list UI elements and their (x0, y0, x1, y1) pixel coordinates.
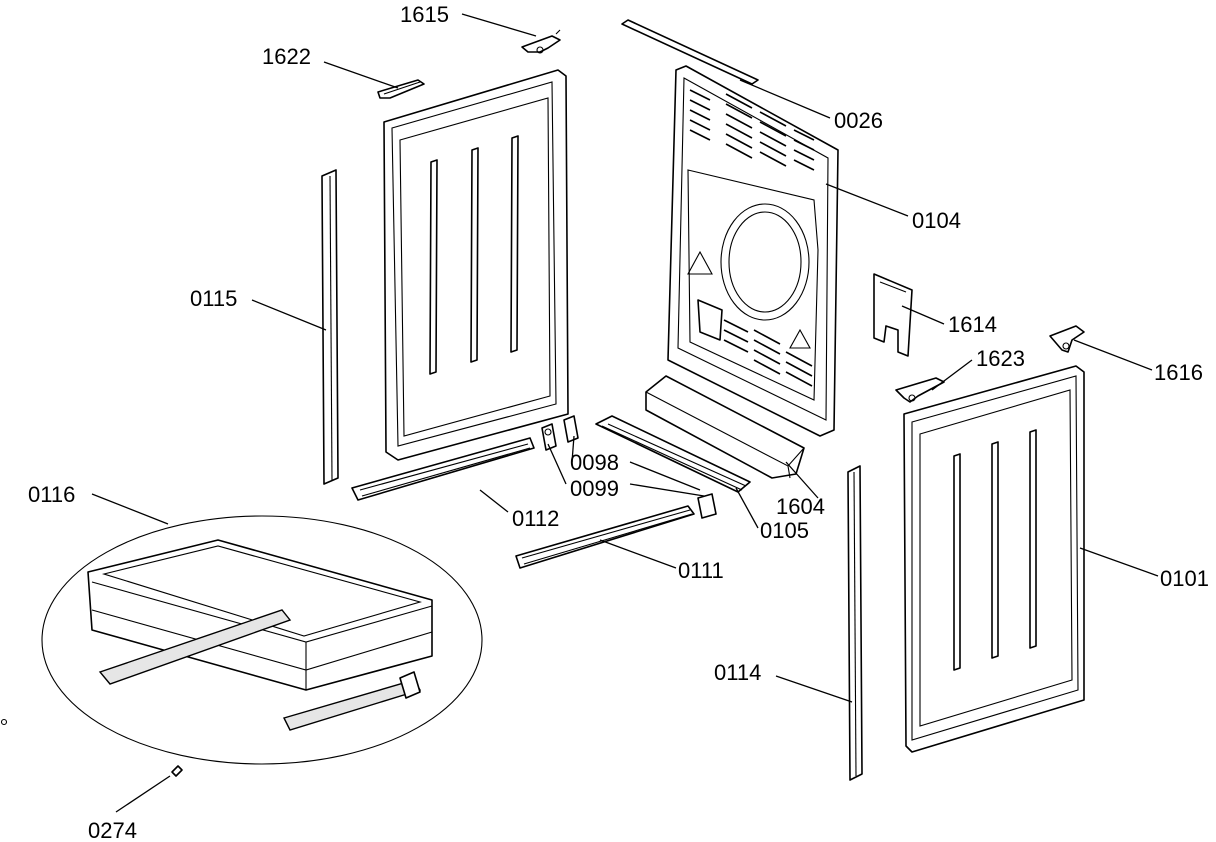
label-0098: 0098 (570, 450, 619, 475)
label-0112: 0112 (512, 506, 559, 531)
label-1615: 1615 (400, 2, 449, 27)
leader-1604 (785, 461, 819, 499)
leader-0105 (735, 487, 759, 529)
part-0114-side-strip (847, 465, 863, 781)
part-0101-right-side-panel (903, 365, 1085, 753)
label-0111: 0111 (678, 558, 724, 583)
part-0115-side-strip (321, 169, 339, 485)
leader-0116 (91, 493, 169, 525)
leader-0101 (1079, 547, 1159, 577)
leader-1614 (901, 305, 945, 325)
leader-0274 (115, 775, 171, 813)
leader-0026 (739, 79, 831, 119)
part-0099-connector (541, 423, 557, 451)
part-0105-grille-rail (595, 415, 751, 519)
leader-1616 (1073, 339, 1153, 371)
label-0026: 0026 (834, 108, 883, 133)
leader-lines (91, 13, 1159, 813)
label-1616: 1616 (1154, 360, 1203, 385)
leader-0111 (599, 539, 677, 569)
leader-0099-right (629, 483, 705, 497)
label-1623: 1623 (976, 346, 1025, 371)
part-0274-screw (171, 765, 183, 777)
label-1604: 1604 (776, 494, 825, 519)
label-0104: 0104 (912, 208, 961, 233)
leader-1615 (461, 13, 537, 37)
part-1622-hinge (377, 79, 425, 99)
leader-0112 (479, 489, 509, 513)
part-0112-rail (351, 437, 535, 501)
part-1615-hinge (521, 29, 561, 54)
back-panel-vent-grille (689, 89, 815, 387)
part-1614-bracket (873, 273, 913, 357)
part-labels: 1615 1622 0026 0104 0115 1614 1616 1623 … (28, 2, 1209, 842)
label-0116: 0116 (28, 482, 75, 507)
leader-0099 (547, 443, 567, 485)
leader-0115 (251, 299, 327, 331)
leader-1623 (931, 359, 973, 391)
part-1623-hinge (895, 377, 945, 403)
part-1616-hinge (1049, 325, 1085, 353)
label-0099: 0099 (570, 476, 619, 501)
part-0116-base-frame (41, 515, 483, 765)
leader-1622 (323, 61, 399, 89)
label-0274: 0274 (88, 818, 137, 842)
part-0098-clip (563, 415, 579, 443)
part-0111-rail (515, 505, 695, 569)
leader-0114 (775, 675, 853, 703)
label-1622: 1622 (262, 44, 311, 69)
leader-0098-right (629, 461, 701, 491)
label-0114: 0114 (714, 660, 761, 685)
part-back-panel (667, 65, 839, 437)
leader-0098 (571, 435, 575, 463)
label-1614: 1614 (948, 312, 997, 337)
label-0105: 0105 (760, 518, 809, 543)
part-0026-top-strip (621, 19, 759, 85)
part-left-side-panel (383, 69, 569, 461)
stray-fastener-mark (0, 718, 8, 726)
label-0101: 0101 (1160, 566, 1209, 591)
leader-0104 (825, 183, 909, 217)
label-0115: 0115 (190, 286, 237, 311)
